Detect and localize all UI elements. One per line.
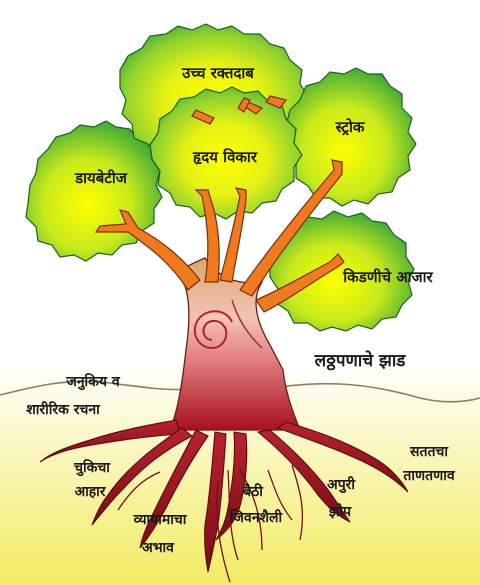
- tree-trunk: [169, 257, 301, 431]
- label-exercise-line1: व्यायामाचा: [133, 512, 188, 528]
- label-diet-line1: चुकिचा: [73, 459, 111, 477]
- label-exercise-line2: अभाव: [142, 540, 175, 556]
- label-diabetes: डायबेटीज: [74, 169, 128, 187]
- label-kidney-disease: किडणीचे आजार: [342, 268, 433, 286]
- roots: [39, 419, 409, 573]
- label-stroke: स्ट्रोक: [335, 118, 366, 136]
- label-lifestyle-line2: जिवनशैली: [229, 509, 284, 526]
- canopy-lower-right: [269, 210, 415, 332]
- label-genetics-line1: जनुकिय व: [65, 373, 121, 391]
- branches: [94, 95, 345, 313]
- root-lines: [117, 464, 304, 583]
- label-sleep-line2: झोप: [328, 503, 352, 520]
- label-high-blood-pressure: उच्च रक्तदाब: [181, 64, 255, 82]
- trunk-crease: [231, 299, 263, 349]
- label-genetics-line2: शारीरिक रचना: [26, 401, 101, 418]
- trunk-knot: [193, 310, 233, 350]
- label-stress-line1: सततचा: [409, 444, 449, 460]
- label-heart-disease: हृदय विकार: [192, 148, 258, 166]
- label-stress-line2: ताणतणाव: [402, 468, 455, 484]
- canopy-right: [285, 67, 417, 207]
- label-diet-line2: आहार: [74, 484, 106, 500]
- label-obesity-tree: लठ्ठपणाचे झाड: [314, 350, 407, 371]
- label-sleep-line1: अपुरी: [327, 476, 356, 494]
- label-lifestyle-line1: बैठी: [242, 483, 264, 500]
- canopy-center: [149, 86, 303, 220]
